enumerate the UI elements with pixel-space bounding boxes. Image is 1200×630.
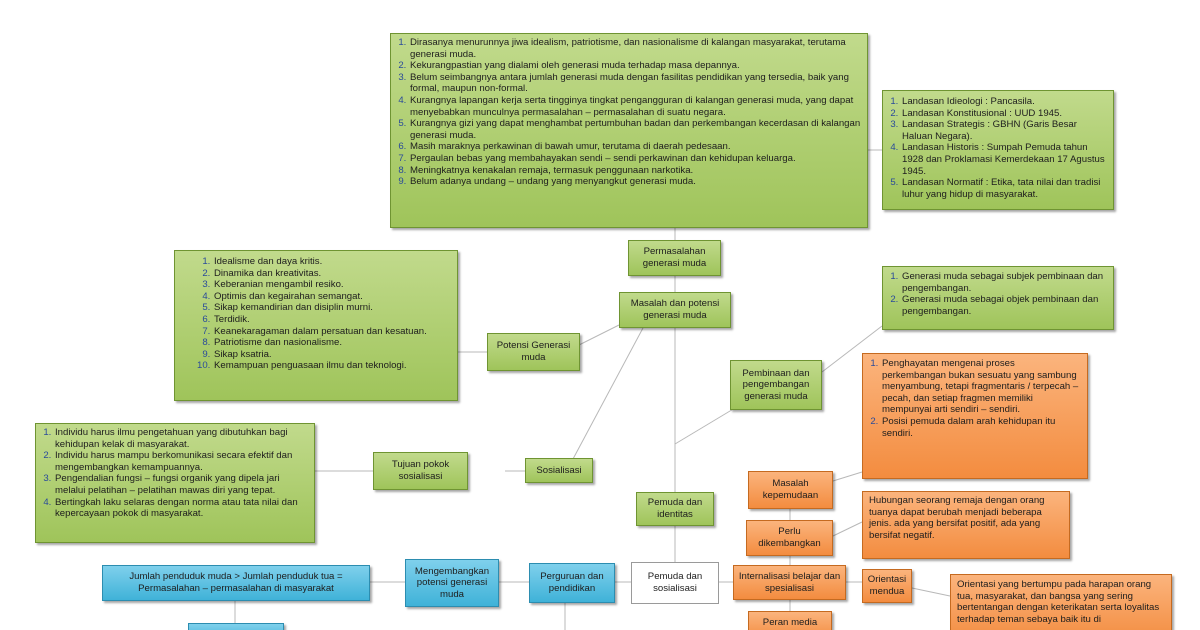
list-item: Pengendalian fungsi – fungsi organik yan… bbox=[54, 473, 308, 496]
list-item: Belum seimbangnya antara jumlah generasi… bbox=[409, 72, 861, 95]
hubungan-text: Hubungan seorang remaja dengan orang tua… bbox=[869, 495, 1045, 541]
list-item: Kekurangpastian yang dialami oleh genera… bbox=[409, 60, 861, 72]
connector bbox=[911, 587, 951, 597]
pemuda-sosialisasi-central-node: Pemuda dan sosialisasi bbox=[631, 562, 719, 604]
list-item: Landasan Idieologi : Pancasila. bbox=[901, 96, 1107, 108]
jumlah-penduduk-node: Jumlah penduduk muda > Jumlah penduduk t… bbox=[102, 565, 370, 601]
tujuan-list-box: Individu harus ilmu pengetahuan yang dib… bbox=[35, 423, 315, 543]
peran-media-node: Peran media bbox=[748, 611, 832, 630]
bottom-blue-node bbox=[188, 623, 284, 630]
tujuan-pokok-node: Tujuan pokok sosialisasi bbox=[373, 452, 468, 490]
connector bbox=[572, 327, 644, 460]
list-item: Landasan Historis : Sumpah Pemuda tahun … bbox=[901, 142, 1107, 177]
connector bbox=[821, 325, 883, 373]
list-item: Generasi muda sebagai objek pembinaan da… bbox=[901, 294, 1107, 317]
connector bbox=[832, 471, 863, 482]
list-item: Individu harus ilmu pengetahuan yang dib… bbox=[54, 427, 308, 450]
list-item: Kurangnya gizi yang dapat menghambat per… bbox=[409, 118, 861, 141]
potensi-generasi-muda-node: Potensi Generasi muda bbox=[487, 333, 580, 371]
mengembangkan-potensi-node: Mengembangkan potensi generasi muda bbox=[405, 559, 499, 607]
orientasi-mendua-node: Orientasi mendua bbox=[862, 569, 912, 603]
list-item: Individu harus mampu berkomunikasi secar… bbox=[54, 450, 308, 473]
potensi-list-box: Idealisme dan daya kritis. Dinamika dan … bbox=[174, 250, 458, 401]
list-item: Idealisme dan daya kritis. bbox=[213, 256, 451, 268]
permasalahan-list-box: Dirasanya menurunnya jiwa idealism, patr… bbox=[390, 33, 868, 228]
list-item: Optimis dan kegairahan semangat. bbox=[213, 291, 451, 303]
list-item: Kemampuan penguasaan ilmu dan teknologi. bbox=[213, 360, 451, 372]
connector bbox=[674, 407, 736, 445]
hubungan-text-box: Hubungan seorang remaja dengan orang tua… bbox=[862, 491, 1070, 559]
list-item: Meningkatnya kenakalan remaja, termasuk … bbox=[409, 165, 861, 177]
list-item: Keberanian mengambil resiko. bbox=[213, 279, 451, 291]
list-item: Patriotisme dan nasionalisme. bbox=[213, 337, 451, 349]
list-item: Landasan Normatif : Etika, tata nilai da… bbox=[901, 177, 1107, 200]
list-item: Generasi muda sebagai subjek pembinaan d… bbox=[901, 271, 1107, 294]
list-item: Kurangnya lapangan kerja serta tingginya… bbox=[409, 95, 861, 118]
list-item: Sikap ksatria. bbox=[213, 349, 451, 361]
internalisasi-node: Internalisasi belajar dan spesialisasi bbox=[733, 565, 846, 600]
list-item: Dirasanya menurunnya jiwa idealism, patr… bbox=[409, 37, 861, 60]
landasan-list-box: Landasan Idieologi : Pancasila. Landasan… bbox=[882, 90, 1114, 210]
list-item: Posisi pemuda dalam arah kehidupan itu s… bbox=[881, 416, 1081, 439]
masalah-dan-potensi-node: Masalah dan potensi generasi muda bbox=[619, 292, 731, 328]
penghayatan-list-box: Penghayatan mengenai proses perkembangan… bbox=[862, 353, 1088, 479]
orientasi-text-box: Orientasi yang bertumpu pada harapan ora… bbox=[950, 574, 1172, 630]
list-item: Bertingkah laku selaras dengan norma ata… bbox=[54, 497, 308, 520]
list-item: Sikap kemandirian dan disiplin murni. bbox=[213, 302, 451, 314]
list-item: Masih maraknya perkawinan di bawah umur,… bbox=[409, 141, 861, 153]
perguruan-pendidikan-node: Perguruan dan pendidikan bbox=[529, 563, 615, 603]
list-item: Keanekaragaman dalam persatuan dan kesat… bbox=[213, 326, 451, 338]
list-item: Penghayatan mengenai proses perkembangan… bbox=[881, 358, 1081, 416]
list-item: Pergaulan bebas yang membahayakan sendi … bbox=[409, 153, 861, 165]
list-item: Landasan Strategis : GBHN (Garis Besar H… bbox=[901, 119, 1107, 142]
connector bbox=[572, 324, 620, 349]
sosialisasi-node: Sosialisasi bbox=[525, 458, 593, 483]
list-item: Dinamika dan kreativitas. bbox=[213, 268, 451, 280]
masalah-kepemudaan-node: Masalah kepemudaan bbox=[748, 471, 833, 509]
orientasi-text: Orientasi yang bertumpu pada harapan ora… bbox=[957, 579, 1160, 625]
list-item: Belum adanya undang – undang yang menyan… bbox=[409, 176, 861, 188]
list-item: Landasan Konstitusional : UUD 1945. bbox=[901, 108, 1107, 120]
perlu-dikembangkan-node: Perlu dikembangkan bbox=[746, 520, 833, 556]
connector bbox=[832, 521, 863, 537]
subjek-objek-list-box: Generasi muda sebagai subjek pembinaan d… bbox=[882, 266, 1114, 330]
permasalahan-generasi-muda-node: Permasalahan generasi muda bbox=[628, 240, 721, 276]
pembinaan-node: Pembinaan dan pengembangan generasi muda bbox=[730, 360, 822, 410]
pemuda-identitas-node: Pemuda dan identitas bbox=[636, 492, 714, 526]
list-item: Terdidik. bbox=[213, 314, 451, 326]
